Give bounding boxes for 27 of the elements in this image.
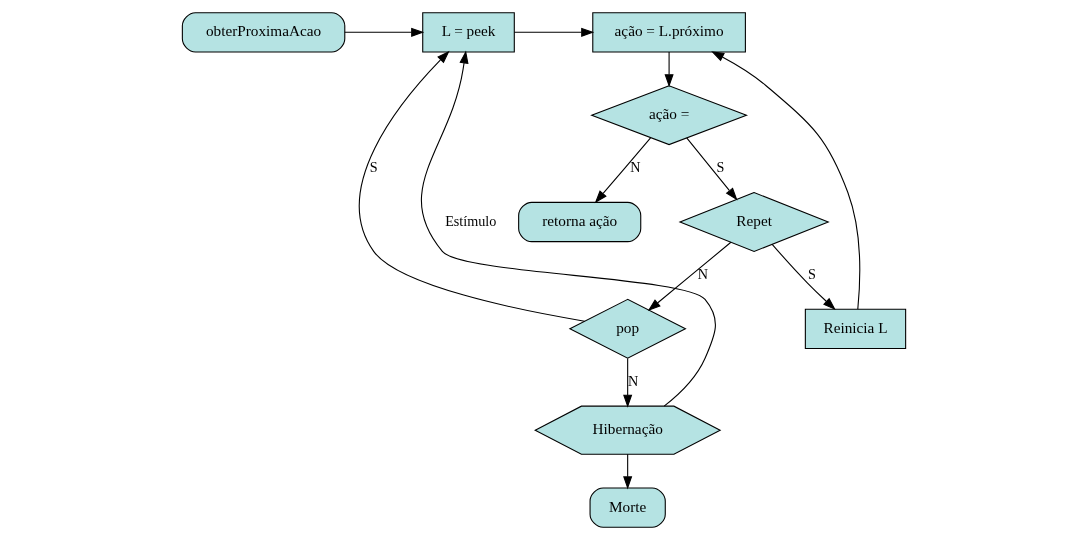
arrow <box>358 50 586 322</box>
edge-label: S <box>716 159 725 176</box>
arrow <box>623 358 633 408</box>
node-box: ação = L.próximo <box>592 12 746 53</box>
node-box: Reinicia L <box>804 308 907 349</box>
arrow <box>711 51 861 310</box>
arrow <box>623 453 633 490</box>
node-diamond: Repet <box>678 191 830 252</box>
node-box: Morte <box>589 487 666 528</box>
edge-label: N <box>630 159 641 176</box>
arrow <box>664 51 674 88</box>
arrow <box>686 137 738 201</box>
arrow <box>647 241 732 312</box>
arrow <box>771 243 836 311</box>
edge-label: N <box>628 372 639 389</box>
node-box: retorna ação <box>518 201 642 243</box>
edge-label: S <box>807 266 816 283</box>
edge-label: N <box>697 266 708 283</box>
arrow <box>594 137 652 204</box>
node-diamond: ação = <box>590 85 749 146</box>
node-box: obterProximaAcao <box>181 12 346 53</box>
arrow <box>344 27 425 37</box>
edge-label: S <box>369 159 378 176</box>
node-box: L = peek <box>422 12 515 53</box>
arrow <box>513 27 595 37</box>
arrow <box>421 50 716 407</box>
edge-label: Estímulo <box>445 212 497 229</box>
